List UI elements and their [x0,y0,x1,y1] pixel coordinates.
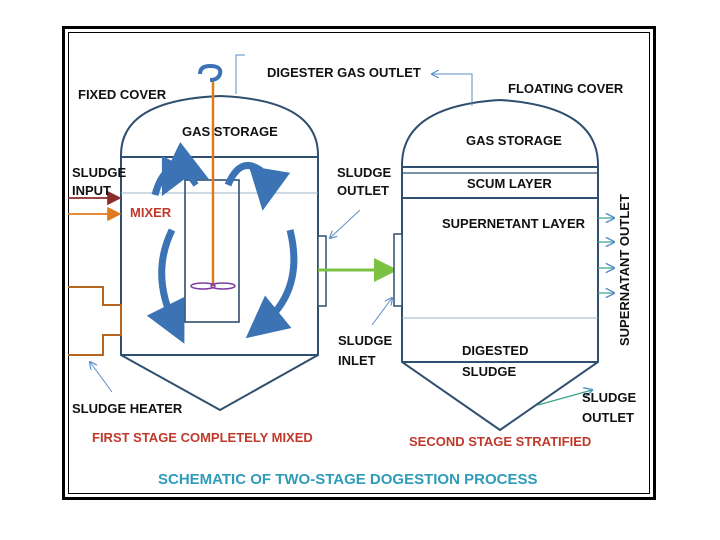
digester-gas-outlet-line [235,54,245,94]
sludge-inlet-pointer [371,298,392,326]
sludge-heater [68,286,122,356]
sludge-heater-label: SLUDGE HEATER [72,401,183,416]
sludge-outlet-label-2: OUTLET [337,183,389,198]
sludge-heater-pointer [90,362,113,393]
digested-sludge-label-1: DIGESTED [462,343,529,358]
supernatant-layer-label: SUPERNETANT LAYER [442,216,586,231]
mixer-blade-left [190,282,216,290]
gas-storage-label-2: GAS STORAGE [466,133,562,148]
supernatant-outlet-label: SUPERNATANT OUTLET [617,194,632,346]
second-tank-inlet-box [393,233,403,307]
floating-cover-label: FLOATING COVER [508,81,624,96]
sludge-inlet-label-1: SLUDGE [338,333,393,348]
mixer-label: MIXER [130,205,172,220]
first-stage-tank [120,94,319,412]
sludge-outlet-pointer [330,209,361,238]
circulation-arrow-top-right [224,162,291,211]
circulation-arrow-left-down [146,228,185,344]
fixed-cover-label: FIXED COVER [78,87,167,102]
sludge-inlet-label-2: INLET [338,353,376,368]
gas-storage-label-1: GAS STORAGE [182,124,278,139]
sludge-outlet-label-1: SLUDGE [337,165,392,180]
second-stage-label: SECOND STAGE STRATIFIED [409,434,592,449]
inner-frame [68,32,650,494]
digested-sludge-label-2: SLUDGE [462,364,517,379]
sludge-outlet2-label-2: OUTLET [582,410,634,425]
sludge-outlet-arrow-2 [537,390,592,406]
scum-layer-label: SCUM LAYER [467,176,552,191]
mixer-blade-right [210,282,236,290]
rotation-icon [198,63,223,82]
second-stage-tank [401,98,599,432]
first-stage-label: FIRST STAGE COMPLETELY MIXED [92,430,313,445]
sludge-outlet2-label-1: SLUDGE [582,390,637,405]
diagram-title: SCHEMATIC OF TWO-STAGE DOGESTION PROCESS [158,471,538,488]
floating-cover-gas-line [432,74,473,106]
sludge-input-label-1: SLUDGE [72,165,127,180]
digester-gas-outlet-label: DIGESTER GAS OUTLET [267,65,421,80]
circulation-arrow-right-down [245,229,298,339]
circulation-arrow-top-left2 [161,155,199,197]
sludge-input-label-2: INPUT [72,183,111,198]
